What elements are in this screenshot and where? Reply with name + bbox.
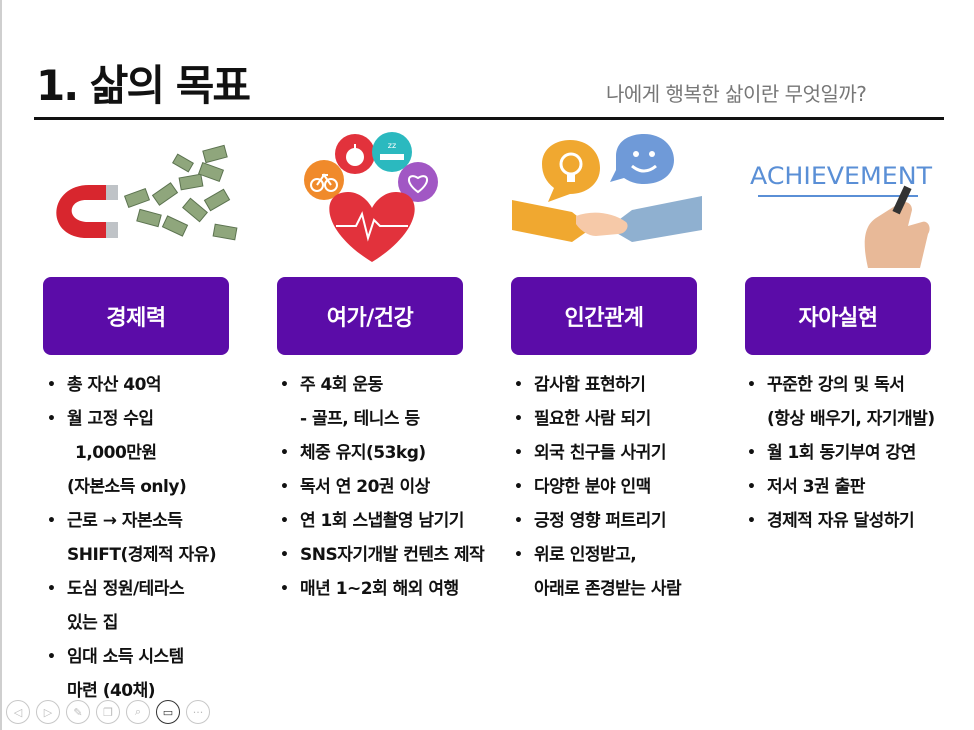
goal-list-self-actualization: 꾸준한 강의 및 독서 (항상 배우기, 자기개발) 월 1회 동기부여 강연저서 … — [745, 368, 935, 538]
zoom-icon[interactable]: ⌕ — [126, 700, 150, 724]
handshake-illustration — [512, 134, 702, 242]
goal-item: 매년 1~2회 해외 여행 — [278, 572, 484, 606]
category-card-finance: 경제력 — [43, 277, 229, 355]
smiley-bubble-icon — [610, 134, 674, 184]
magnet-money-illustration — [56, 144, 238, 241]
title-divider — [34, 117, 944, 120]
goal-item: - 골프, 테니스 등 — [300, 409, 420, 429]
goal-item: 저서 3권 출판 — [745, 470, 935, 504]
achievement-text: ACHIEVEMENT — [750, 162, 932, 190]
goal-item: 도심 정원/테라스 — [45, 572, 216, 606]
copy-icon[interactable]: ❐ — [96, 700, 120, 724]
goal-item: 월 1회 동기부여 강연 — [745, 436, 935, 470]
goal-item: 꾸준한 강의 및 독서 — [745, 368, 935, 402]
goal-item: 임대 소득 시스템 — [45, 640, 216, 674]
health-heart-illustration: zz — [304, 132, 438, 262]
slide-title: 1. 삶의 목표 — [36, 61, 251, 110]
goal-item: SHIFT(경제적 자유) — [67, 545, 217, 565]
category-card-relationships: 인간관계 — [511, 277, 697, 355]
goal-item: 경제적 자유 달성하기 — [745, 504, 935, 538]
goal-item: 연 1회 스냅촬영 남기기 — [278, 504, 484, 538]
goal-item: 아래로 존경받는 사람 — [534, 579, 682, 599]
goal-item: 위로 인정받고, — [512, 538, 681, 572]
handshake-icon — [512, 196, 702, 242]
sleep-icon: zz — [372, 132, 412, 172]
video-icon[interactable]: ▭ — [156, 700, 180, 724]
hand-with-marker-icon — [864, 185, 930, 268]
goal-item: 필요한 사람 되기 — [512, 402, 681, 436]
goal-item: 1,000만원 — [75, 443, 157, 463]
goal-item: SNS자기개발 컨텐츠 제작 — [278, 538, 485, 572]
goal-item: 근로 → 자본소득 — [45, 504, 216, 538]
lightbulb-icon — [542, 140, 600, 202]
slide-left-edge — [0, 0, 2, 730]
goal-list-finance: 총 자산 40억월 고정 수입 1,000만원 (자본소득 only) 근로 → 자본… — [45, 368, 217, 708]
goal-item: 다양한 분야 인맥 — [512, 470, 681, 504]
achievement-illustration: ACHIEVEMENT — [750, 162, 932, 268]
next-icon[interactable]: ▷ — [36, 700, 60, 724]
category-card-self-actualization: 자아실현 — [745, 277, 931, 355]
prev-icon[interactable]: ◁ — [6, 700, 30, 724]
pen-icon[interactable]: ✎ — [66, 700, 90, 724]
svg-text:zz: zz — [388, 141, 396, 150]
heart-rate-icon — [398, 162, 438, 202]
slideshow-controls: ◁ ▷ ✎ ❐ ⌕ ▭ ··· — [6, 700, 210, 724]
goal-item: 주 4회 운동 — [278, 368, 484, 402]
goal-item: 외국 친구들 사귀기 — [512, 436, 681, 470]
heart-icon — [329, 192, 415, 262]
goal-item: 체중 유지(53kg) — [278, 436, 484, 470]
money-bills-icon — [123, 144, 238, 241]
more-icon[interactable]: ··· — [186, 700, 210, 724]
goal-list-relationships: 감사함 표현하기필요한 사람 되기외국 친구들 사귀기다양한 분야 인맥긍정 영… — [512, 368, 682, 606]
goal-item: 총 자산 40억 — [45, 368, 216, 402]
goal-item: (자본소득 only) — [67, 477, 187, 497]
goal-item: 마련 (40채) — [67, 681, 156, 701]
bicycle-icon — [304, 160, 344, 200]
goal-item: (항상 배우기, 자기개발) — [767, 409, 935, 429]
goal-item: 감사함 표현하기 — [512, 368, 681, 402]
category-card-leisure-health: 여가/건강 — [277, 277, 463, 355]
goal-item: 긍정 영향 퍼트리기 — [512, 504, 681, 538]
slide-subtitle: 나에게 행복한 삶이란 무엇일까? — [606, 82, 867, 106]
apple-icon — [335, 134, 375, 174]
magnet-icon — [56, 185, 118, 238]
goal-list-leisure-health: 주 4회 운동 - 골프, 테니스 등체중 유지(53kg)독서 연 20권 이상… — [278, 368, 485, 606]
goal-item: 있는 집 — [67, 613, 118, 633]
goal-item: 독서 연 20권 이상 — [278, 470, 484, 504]
goal-item: 월 고정 수입 — [45, 402, 216, 436]
